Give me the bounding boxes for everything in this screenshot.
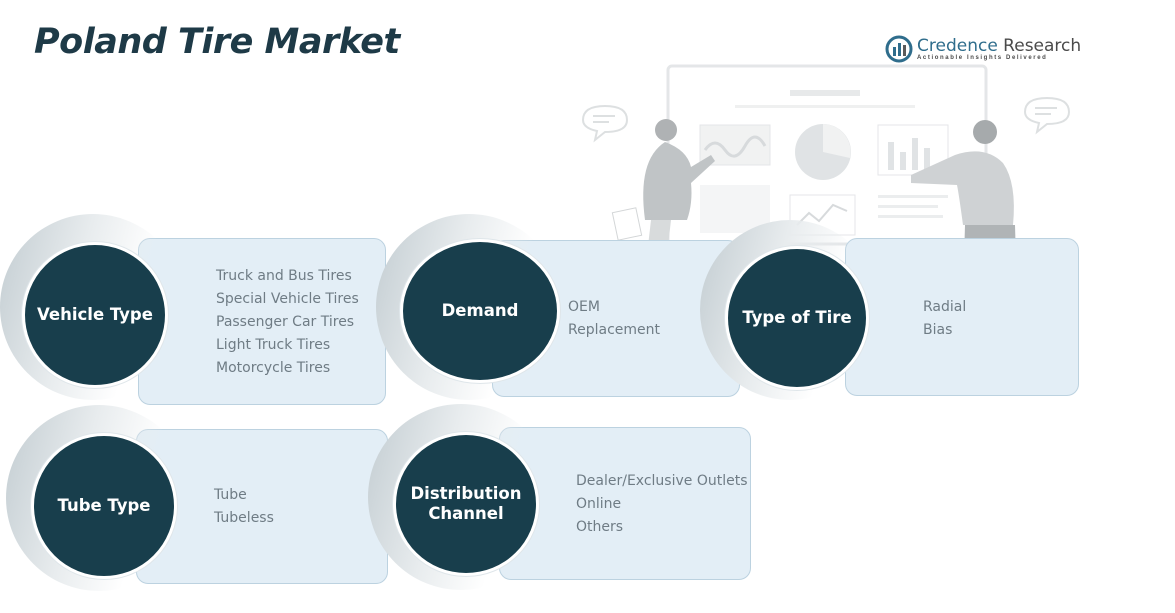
credence-research-logo: Credence Research Actionable Insights De… [884,34,1081,68]
vehicle-type-list: Truck and Bus Tires Special Vehicle Tire… [216,265,359,380]
list-item: Dealer/Exclusive Outlets [576,473,748,489]
list-item: Passenger Car Tires [216,314,355,330]
page-title: Poland Tire Market [34,22,400,62]
logo-tagline: Actionable Insights Delivered [917,55,1048,61]
list-item: Special Vehicle Tires [216,291,359,307]
type-of-tire-disc: Type of Tire [725,246,869,390]
list-item: Bias [923,322,953,338]
logo-name: Credence Research [917,36,1082,56]
type-of-tire-label: Type of Tire [742,308,852,327]
list-item: Online [576,496,622,512]
distribution-channel-list: Dealer/Exclusive Outlets Online Others [576,470,748,539]
list-item: Replacement [568,322,660,338]
list-item: Tubeless [214,510,274,526]
type-of-tire-list: Radial Bias [923,296,966,342]
list-item: OEM [568,299,600,315]
demand-label: Demand [441,301,519,320]
demand-disc: Demand [400,239,560,383]
distribution-channel-label: Distribution Channel [410,484,522,523]
list-item: Truck and Bus Tires [216,268,352,284]
list-item: Motorcycle Tires [216,360,331,376]
vehicle-type-disc: Vehicle Type [22,242,168,388]
list-item: Radial [923,299,967,315]
list-item: Others [576,519,624,535]
distribution-channel-disc: Distribution Channel [393,432,539,576]
demand-list: OEM Replacement [568,296,660,342]
logo-icon [885,35,913,63]
vehicle-type-label: Vehicle Type [37,305,153,324]
tube-type-disc: Tube Type [31,433,177,579]
tube-type-label: Tube Type [57,496,151,515]
tube-type-list: Tube Tubeless [214,484,274,530]
list-item: Light Truck Tires [216,337,331,353]
list-item: Tube [214,487,247,503]
